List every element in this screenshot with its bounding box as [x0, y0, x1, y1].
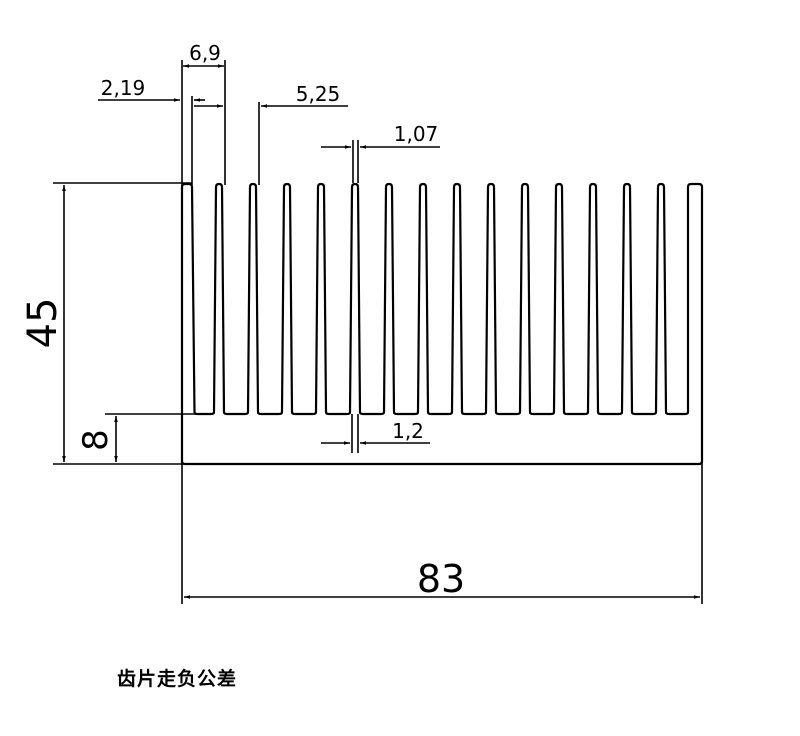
dim-label-edge-fin: 2,19 — [101, 76, 146, 100]
dim-label-tip: 1,07 — [394, 122, 439, 146]
dim-label-root: 1,2 — [392, 419, 424, 443]
dim-label-height: 45 — [20, 298, 66, 349]
dim-label-width: 83 — [417, 557, 465, 601]
dim-label-gap: 5,25 — [296, 82, 341, 106]
dim-label-pitch: 6,9 — [189, 41, 221, 65]
tolerance-note: 齿片走负公差 — [117, 668, 238, 690]
heatsink-profile — [180, 182, 704, 466]
extension-lines — [53, 60, 703, 604]
dimension-lines — [62, 64, 700, 599]
dim-label-base: 8 — [76, 429, 116, 451]
